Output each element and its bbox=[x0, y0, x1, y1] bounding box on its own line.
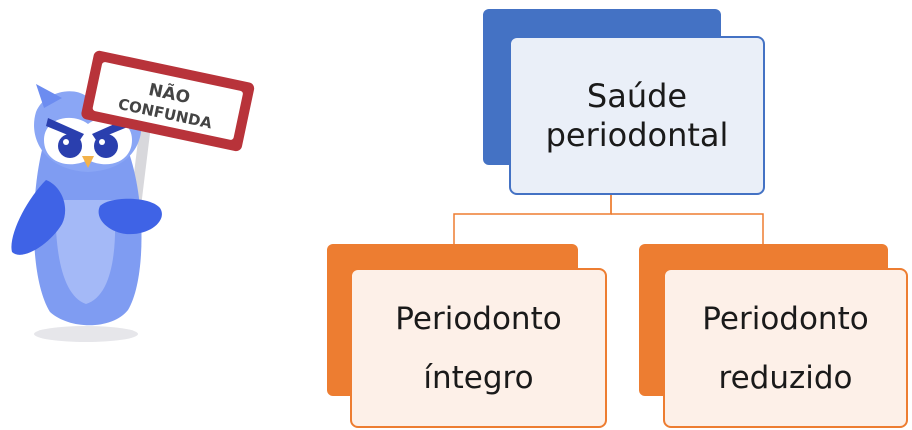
owl-left-wing bbox=[11, 180, 66, 255]
child-node-periodonto-integro: Periodonto íntegro bbox=[350, 268, 607, 428]
warning-sign: NÃO CONFUNDA bbox=[81, 50, 255, 152]
owl-mascot-icon: NÃO CONFUNDA bbox=[11, 50, 255, 342]
owl-beak bbox=[82, 156, 94, 168]
child-node-integro-line2: íntegro bbox=[423, 360, 534, 397]
child-node-reduzido-line2: reduzido bbox=[718, 360, 853, 397]
owl-eye-left-shine bbox=[63, 139, 69, 145]
owl-left-ear bbox=[36, 84, 62, 108]
child-node-reduzido-line1: Periodonto bbox=[702, 300, 869, 337]
owl-eye-right-shine bbox=[99, 139, 105, 145]
root-node-line1: Saúde bbox=[586, 77, 688, 116]
child-node-integro-line1: Periodonto bbox=[395, 300, 562, 337]
connector-root-to-right bbox=[611, 213, 764, 244]
root-node-saude-periodontal: Saúde periodontal bbox=[509, 36, 765, 195]
child-node-periodonto-reduzido: Periodonto reduzido bbox=[663, 268, 908, 428]
mascot-shadow bbox=[34, 326, 138, 342]
root-node-line2: periodontal bbox=[545, 115, 729, 154]
owl-belly bbox=[55, 200, 116, 304]
owl-right-wing bbox=[98, 198, 162, 235]
owl-brow-left bbox=[46, 118, 84, 140]
